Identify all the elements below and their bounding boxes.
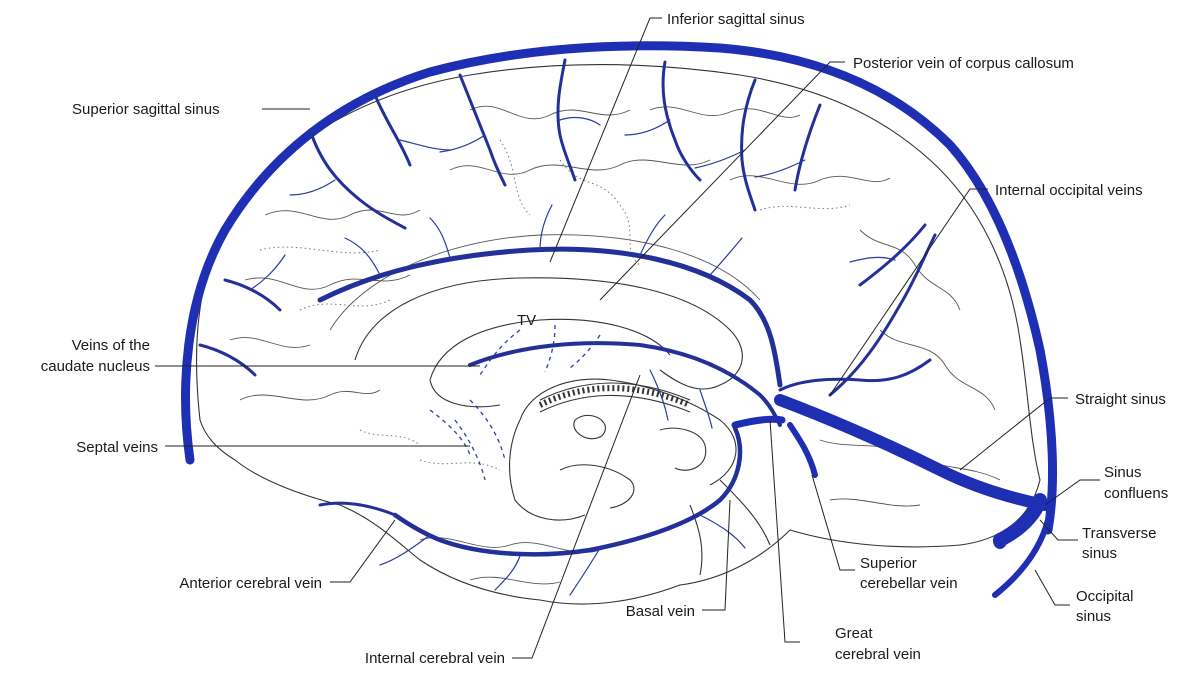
label-inferior-sagittal-sinus: Inferior sagittal sinus (667, 11, 805, 28)
occipital-sinus-vessel (992, 517, 1051, 598)
anterior-cerebral-vein-vessel (318, 501, 397, 517)
label-veins-caudate-line2: caudate nucleus (41, 358, 150, 375)
superior-cerebellar-vein-vessel (787, 422, 818, 478)
great-cerebral-vein-vessel (731, 415, 786, 429)
leader-lines (155, 17, 1100, 659)
label-posterior-vein-corpus-callosum: Posterior vein of corpus callosum (853, 55, 1074, 72)
superior-sagittal-sinus-vessel (181, 41, 1058, 535)
internal-occipital-veins-vessel (828, 233, 937, 397)
label-internal-cerebral-vein: Internal cerebral vein (365, 650, 505, 667)
label-sinus-confluens-line2: confluens (1104, 485, 1168, 502)
basal-vein-vessel (392, 425, 743, 557)
brain-outline (196, 63, 1041, 605)
label-septal-veins: Septal veins (76, 439, 158, 456)
label-transverse-sinus-line2: sinus (1082, 545, 1117, 562)
label-superior-cerebellar-line1: Superior (860, 555, 917, 572)
label-tv: TV (517, 312, 536, 329)
label-occipital-sinus-line1: Occipital (1076, 588, 1134, 605)
transverse-sinus-cut-end (993, 533, 1007, 549)
label-occipital-sinus-line2: sinus (1076, 608, 1111, 625)
posterior-callosal-vein-vessel (778, 358, 932, 392)
label-superior-cerebellar-line2: cerebellar vein (860, 575, 958, 592)
label-transverse-sinus-line1: Transverse (1082, 525, 1156, 542)
venous-system (181, 41, 1058, 598)
label-internal-occipital-veins: Internal occipital veins (995, 182, 1143, 199)
label-basal-vein: Basal vein (626, 603, 695, 620)
label-great-cerebral-line2: cerebral vein (835, 646, 921, 663)
internal-cerebral-vein-vessel (468, 341, 782, 427)
label-anterior-cerebral-vein: Anterior cerebral vein (179, 575, 322, 592)
label-veins-caudate-line1: Veins of the (72, 337, 150, 354)
label-superior-sagittal-sinus: Superior sagittal sinus (72, 101, 220, 118)
labels: Inferior sagittal sinus Posterior vein o… (41, 11, 1168, 667)
inferior-sagittal-sinus-vessel (317, 246, 783, 388)
label-sinus-confluens-line1: Sinus (1104, 464, 1142, 481)
label-straight-sinus: Straight sinus (1075, 391, 1166, 408)
straight-sinus-vessel (774, 394, 1051, 511)
label-great-cerebral-line1: Great (835, 625, 873, 642)
